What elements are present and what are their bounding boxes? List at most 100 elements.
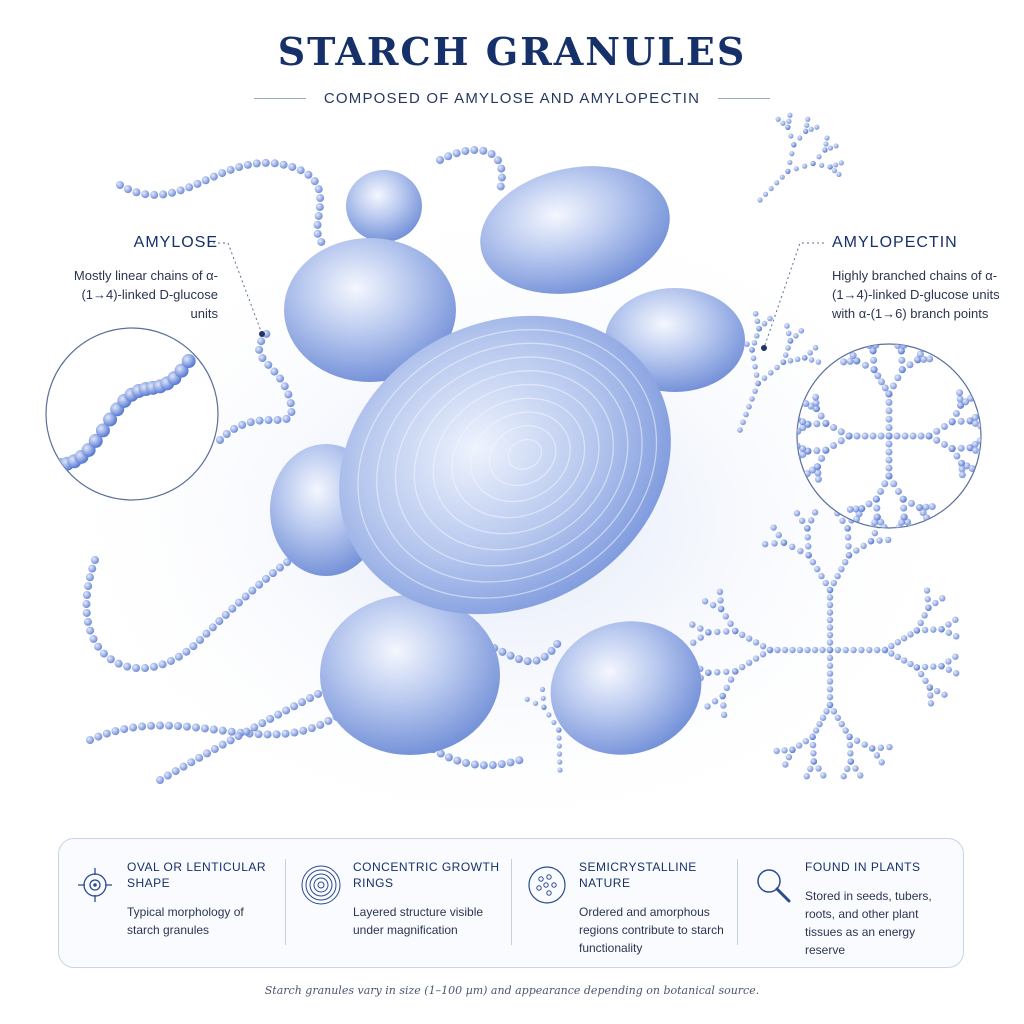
glucose-bead (83, 617, 92, 626)
branch-bead (719, 692, 726, 700)
branch-bead (768, 185, 774, 192)
branch-bead (785, 124, 791, 130)
branch-bead (830, 441, 838, 449)
glucose-bead (106, 655, 115, 664)
branch-bead (898, 366, 906, 374)
branch-bead (717, 597, 724, 604)
branch-bead (749, 396, 755, 402)
branch-bead (945, 621, 952, 628)
branch-bead (953, 452, 961, 460)
branch-bead (751, 340, 758, 346)
branch-bead (779, 174, 785, 180)
glucose-bead (163, 771, 172, 780)
branch-bead (925, 604, 932, 611)
branch-bead (826, 616, 834, 624)
branch-bead (826, 624, 834, 631)
glucose-bead (227, 727, 236, 736)
branch-bead (971, 440, 979, 448)
amylose-leader-line (203, 242, 263, 335)
branch-bead (839, 517, 846, 524)
glucose-bead (497, 173, 506, 182)
central-granule (339, 315, 671, 615)
branch-bead (945, 666, 953, 673)
branch-bead (899, 495, 907, 503)
branch-bead (907, 660, 914, 668)
glucose-bead (221, 610, 230, 619)
branch-bead (745, 635, 753, 642)
glucose-bead (306, 694, 315, 703)
glucose-bead (252, 159, 261, 168)
branch-bead (957, 417, 965, 425)
branch-bead (810, 750, 817, 757)
glucose-bead (202, 629, 211, 638)
branch-bead (865, 500, 873, 508)
granule-upper-left (284, 238, 456, 382)
branch-bead (723, 668, 730, 675)
granule-cluster (270, 166, 745, 755)
glucose-bead (255, 345, 264, 354)
branch-bead (921, 612, 928, 619)
magnifier-icon (757, 869, 791, 903)
glucose-bead (246, 418, 255, 427)
branch-bead (853, 547, 860, 554)
page-subtitle: COMPOSED OF AMYLOSE AND AMYLOPECTIN (323, 90, 701, 107)
branch-bead (885, 398, 893, 406)
branch-bead (870, 366, 878, 374)
feature-plants: FOUND IN PLANTS Stored in seeds, tubers,… (737, 839, 963, 967)
branch-bead (802, 163, 808, 169)
branch-bead (812, 344, 819, 351)
branch-bead (826, 586, 834, 594)
branch-bead (797, 547, 804, 555)
branch-bead (732, 668, 739, 675)
branch-bead (920, 355, 928, 363)
branch-bead (804, 646, 811, 654)
branch-bead (922, 677, 929, 685)
glucose-bead (496, 182, 505, 191)
branch-bead (793, 510, 801, 517)
branch-bead (752, 639, 760, 646)
amylopectin-title: AMYLOPECTIN (832, 234, 958, 251)
feature-rings: CONCENTRIC GROWTH RINGS Layered structur… (285, 839, 511, 967)
branch-bead (761, 320, 768, 327)
feature-rings-title: CONCENTRIC GROWTH RINGS (353, 860, 500, 890)
branch-bead (853, 737, 861, 744)
branch-bead (923, 587, 931, 594)
glucose-bead (149, 662, 158, 671)
branch-bead (815, 765, 822, 772)
branch-bead (824, 135, 830, 141)
glucose-bead (270, 367, 279, 376)
branch-bead (907, 631, 914, 638)
glucose-bead (174, 652, 183, 661)
glucose-bead (82, 608, 91, 617)
glucose-bead (181, 354, 196, 369)
branch-bead (785, 753, 793, 761)
branch-bead (775, 531, 782, 539)
glucose-bead (461, 758, 470, 767)
branch-bead (932, 599, 939, 607)
branch-bead (873, 513, 881, 521)
feature-rings-text: Layered structure visible under magnific… (353, 905, 484, 937)
branch-bead (847, 758, 854, 765)
branch-bead (940, 440, 948, 448)
branch-bead (809, 558, 817, 566)
branch-bead (849, 352, 857, 360)
glucose-bead (276, 374, 285, 383)
glucose-bead (123, 662, 132, 671)
branch-bead (789, 646, 796, 654)
branch-bead (925, 432, 933, 440)
growth-ring (413, 370, 614, 551)
feature-crystalline: SEMICRYSTALLINE NATURE Ordered and amorp… (511, 839, 737, 967)
branch-bead (956, 395, 964, 403)
branch-bead (860, 542, 867, 550)
branch-bead (785, 330, 792, 337)
glucose-bead (493, 156, 502, 165)
branch-bead (885, 440, 893, 448)
branch-bead (804, 534, 811, 541)
branch-bead (701, 598, 709, 605)
branch-bead (785, 168, 791, 174)
branch-bead (811, 509, 819, 516)
glucose-bead (218, 726, 227, 735)
branch-bead (833, 143, 839, 149)
branch-bead (738, 663, 746, 671)
glucose-bead (298, 698, 307, 707)
